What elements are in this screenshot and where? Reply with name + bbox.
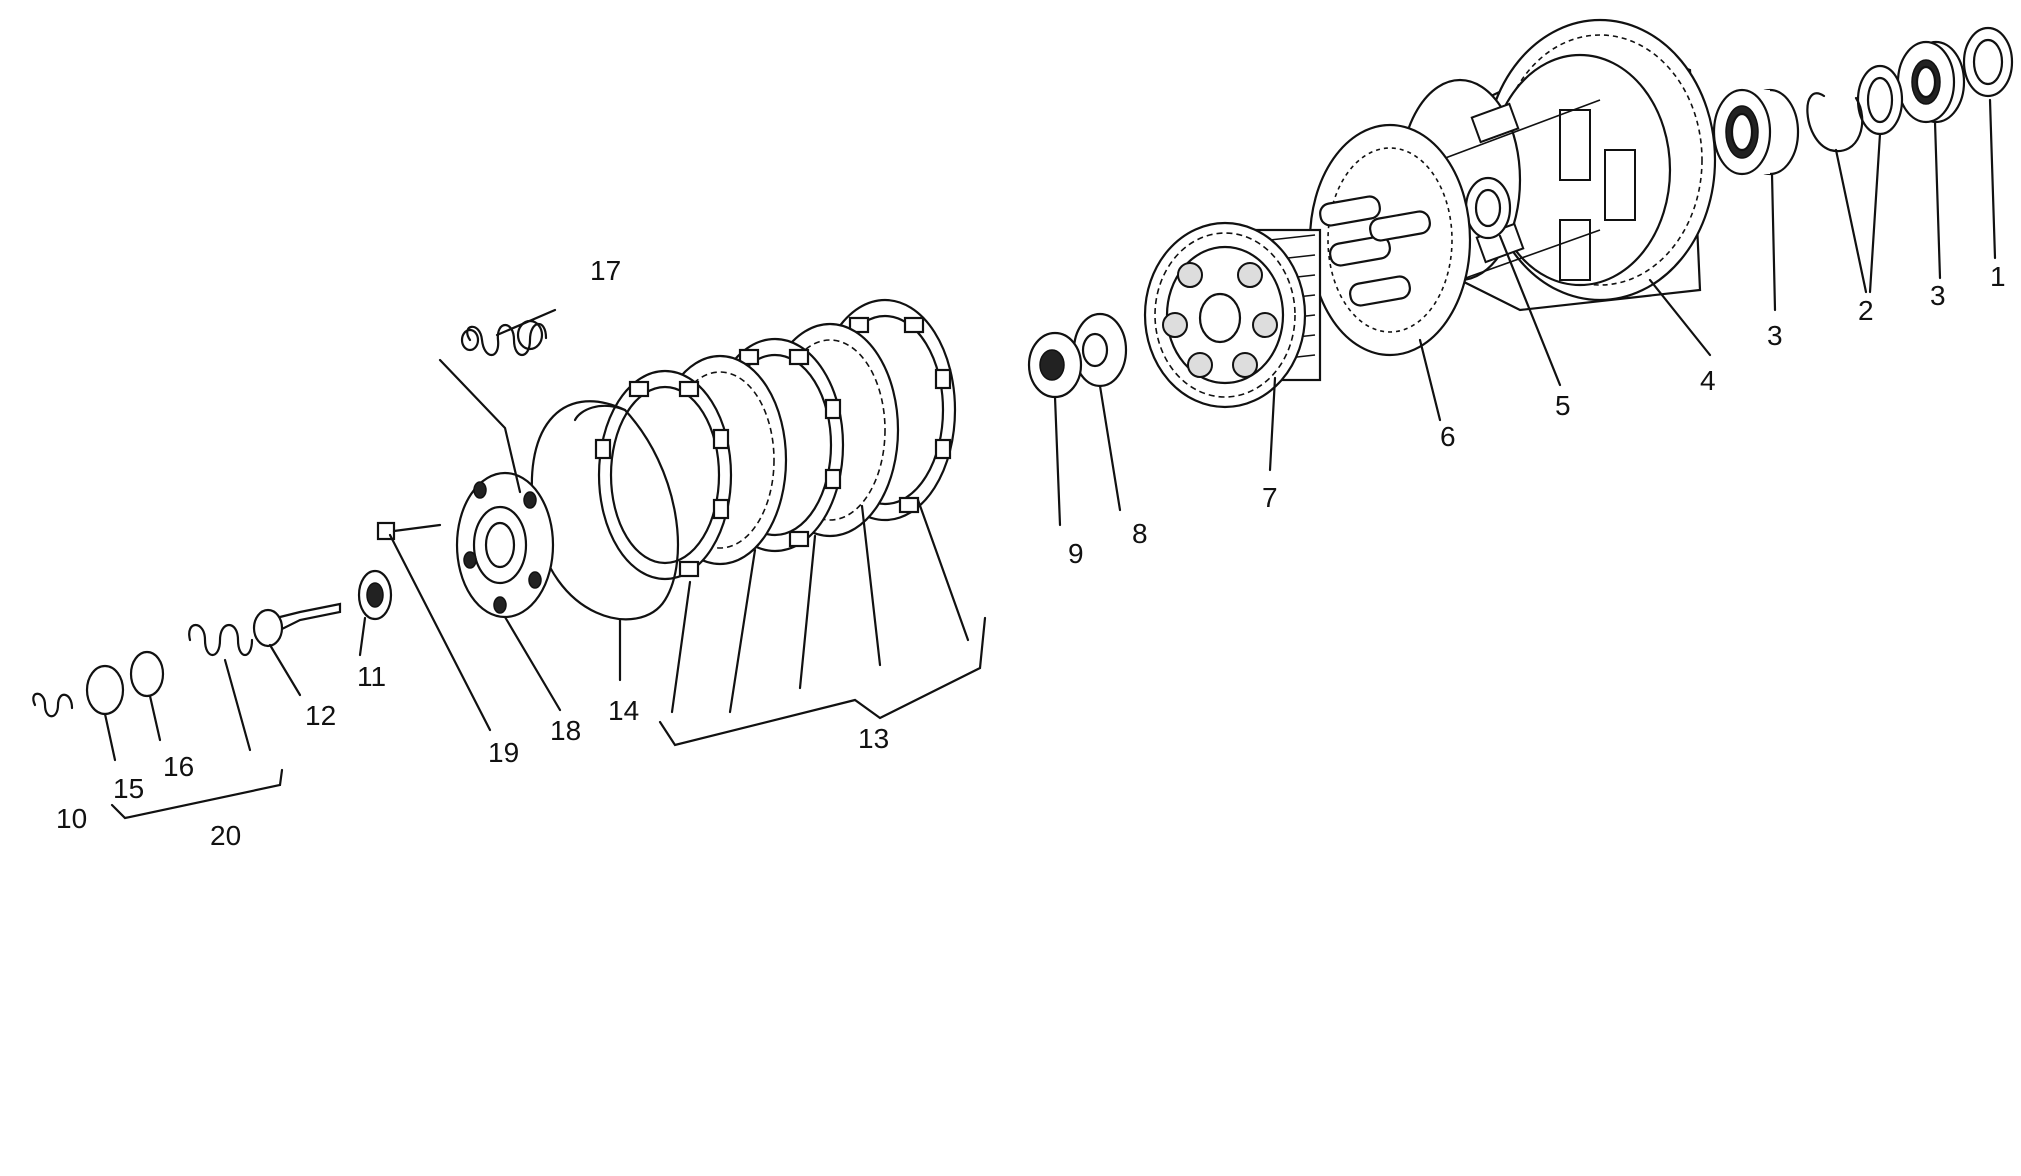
label-3b: 3 xyxy=(1930,280,1946,311)
part-2-circlips xyxy=(1806,64,1904,153)
part-7-clutch-hub xyxy=(1143,221,1322,409)
leader-lines xyxy=(103,98,1997,820)
part-14-wire-ring xyxy=(530,400,680,621)
part-10-spring xyxy=(32,692,74,718)
label-2: 2 xyxy=(1858,295,1874,326)
part-3-bearing-right xyxy=(1896,40,1966,124)
part-18-retainer-plate xyxy=(455,471,555,619)
label-20: 20 xyxy=(210,820,241,851)
part-6-pressure-plate xyxy=(1308,123,1472,357)
label-11: 11 xyxy=(357,661,386,692)
part-20-spring xyxy=(188,623,254,657)
label-19: 19 xyxy=(488,737,519,768)
part-13-clutch-plates xyxy=(594,298,957,581)
part-17-spring xyxy=(460,319,548,357)
part-1-ring xyxy=(1962,26,2014,98)
label-8: 8 xyxy=(1132,518,1148,549)
label-3a: 3 xyxy=(1767,320,1783,351)
label-17: 17 xyxy=(590,255,621,286)
label-14: 14 xyxy=(608,695,639,726)
label-10: 10 xyxy=(56,803,87,834)
part-9-nut xyxy=(1027,331,1083,399)
part-12-pushrod xyxy=(252,602,342,648)
label-6: 6 xyxy=(1440,421,1456,452)
label-5: 5 xyxy=(1555,390,1571,421)
label-13: 13 xyxy=(858,723,889,754)
part-19-bolt xyxy=(376,521,442,541)
part-16-o-ring xyxy=(129,650,165,698)
label-1: 1 xyxy=(1990,261,2006,292)
label-18: 18 xyxy=(550,715,581,746)
part-11-bearing xyxy=(357,569,393,621)
label-12: 12 xyxy=(305,700,336,731)
label-7: 7 xyxy=(1262,482,1278,513)
label-9: 9 xyxy=(1068,538,1084,569)
part-5-washer xyxy=(1464,176,1512,240)
part-3-bearing-left xyxy=(1712,88,1800,176)
label-15: 15 xyxy=(113,773,144,804)
part-15-o-ring xyxy=(85,664,125,716)
label-16: 16 xyxy=(163,751,194,782)
label-4: 4 xyxy=(1700,365,1716,396)
part-8-washer xyxy=(1072,312,1128,388)
part-labels: 1 3 2 3 4 5 6 7 8 9 17 19 18 14 11 12 16… xyxy=(56,255,2006,851)
